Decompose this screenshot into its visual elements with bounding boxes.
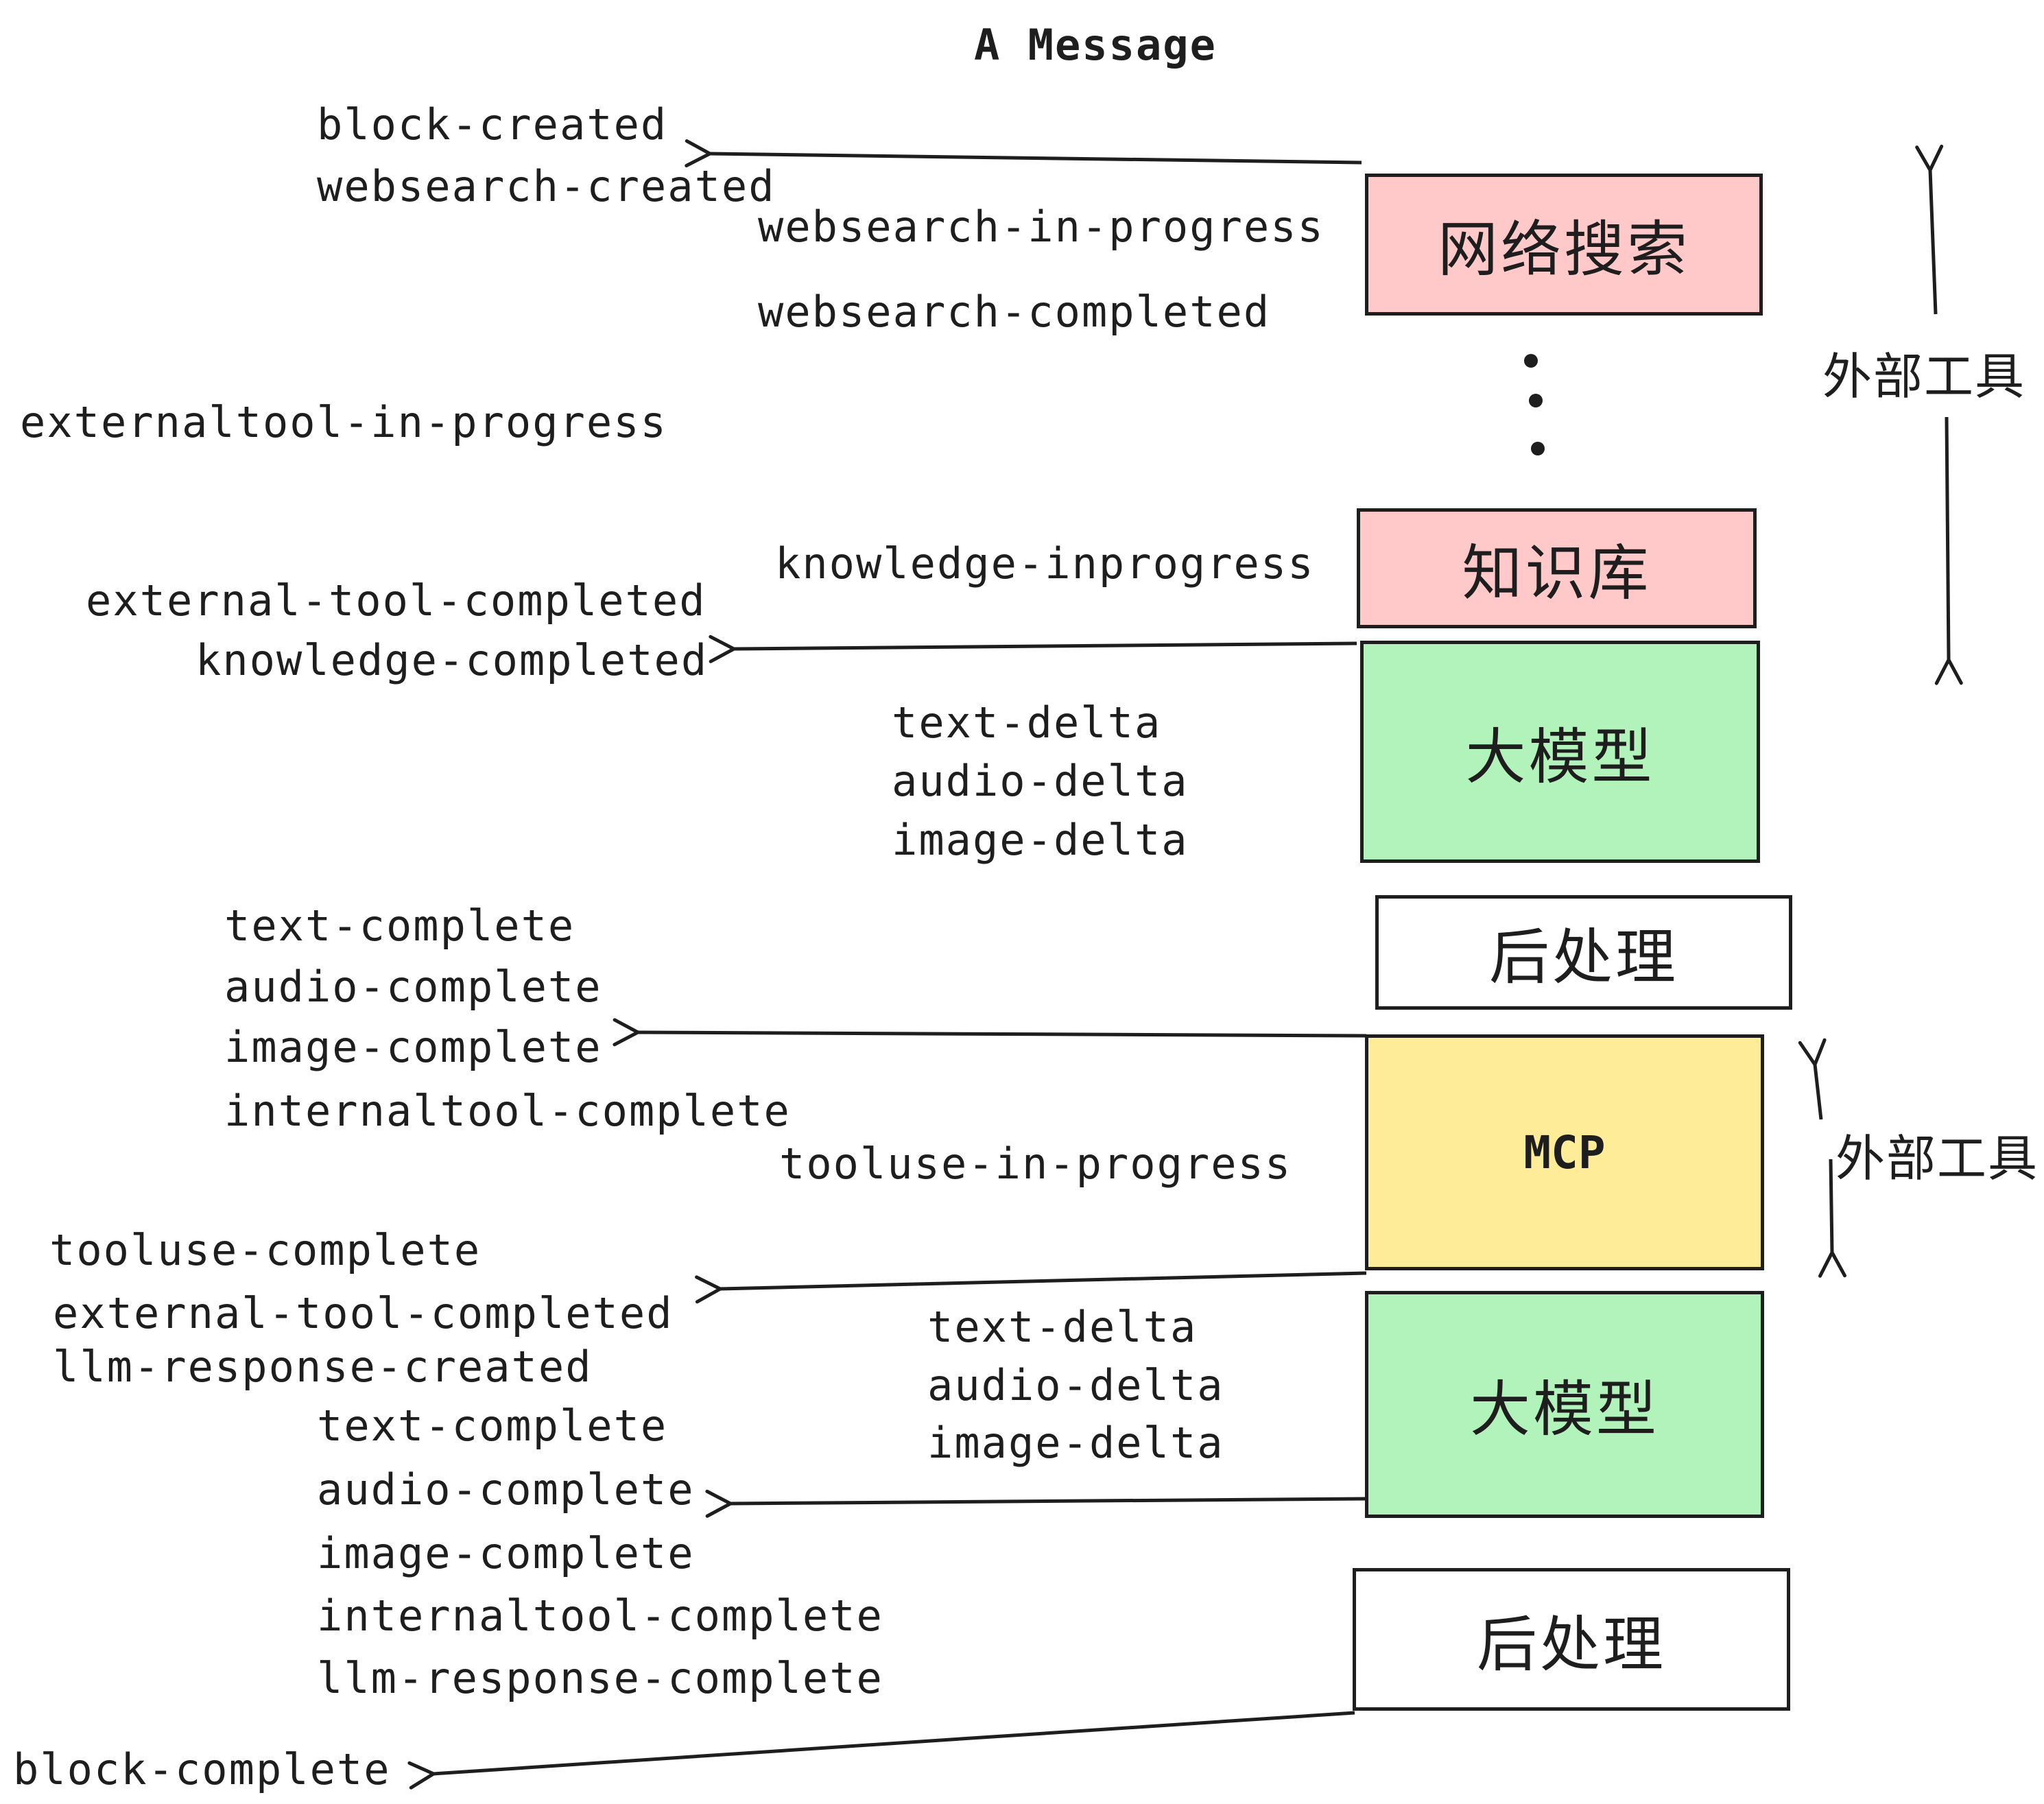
arrow-mcp-to-tooluse-complete <box>695 1271 1367 1304</box>
event-text-delta-1: text-delta <box>892 698 1162 748</box>
arrow-external-tools-up <box>1915 144 1944 315</box>
box-mcp-label: MCP <box>1523 1126 1606 1179</box>
event-audio-complete-1: audio-complete <box>224 962 602 1012</box>
event-llm-response-created: llm-response-created <box>53 1342 593 1392</box>
arrow-postprocess-to-image-complete <box>613 1018 1367 1047</box>
box-llm-2-label: 大模型 <box>1469 1375 1659 1443</box>
arrow-external-tools-down <box>1934 416 1963 685</box>
external-tools-label-top: 外部工具 <box>1822 350 2026 405</box>
event-text-complete-2: text-complete <box>317 1401 668 1451</box>
event-knowledge-inprogress: knowledge-inprogress <box>775 538 1315 589</box>
external-tools-label-mcp: 外部工具 <box>1835 1132 2039 1187</box>
box-postprocess-2: 后处理 <box>1353 1568 1790 1711</box>
event-audio-delta-2: audio-delta <box>927 1360 1224 1410</box>
arrow-mcp-external-down <box>1818 1159 1846 1278</box>
event-image-complete-2: image-complete <box>317 1528 695 1578</box>
event-image-delta-1: image-delta <box>892 815 1189 865</box>
event-websearch-in-progress: websearch-in-progress <box>758 202 1324 252</box>
event-text-complete-1: text-complete <box>224 901 575 951</box>
event-tooluse-complete: tooluse-complete <box>49 1225 482 1275</box>
box-websearch: 网络搜索 <box>1365 174 1763 316</box>
event-llm-response-complete: llm-response-complete <box>317 1653 883 1703</box>
event-tooluse-in-progress: tooluse-in-progress <box>779 1139 1292 1189</box>
box-llm-1: 大模型 <box>1360 641 1760 863</box>
event-externaltool-in-progress: externaltool-in-progress <box>20 397 667 447</box>
arrow-knowledge-to-knowledge-completed <box>709 634 1357 663</box>
event-block-complete: block-complete <box>13 1744 391 1794</box>
box-knowledge: 知识库 <box>1357 508 1757 628</box>
box-postprocess-2-label: 后处理 <box>1476 1610 1666 1678</box>
arrow-websearch-to-block-created <box>685 139 1362 168</box>
arrow-postprocess2-to-block-complete <box>407 1711 1355 1790</box>
box-mcp: MCP <box>1365 1034 1764 1270</box>
box-postprocess-1-label: 后处理 <box>1488 923 1678 991</box>
event-audio-complete-2: audio-complete <box>317 1464 695 1515</box>
event-websearch-created: websearch-created <box>317 161 776 211</box>
arrow-mcp-external-up <box>1798 1038 1827 1120</box>
event-websearch-completed: websearch-completed <box>758 287 1271 337</box>
box-llm-2: 大模型 <box>1365 1291 1764 1518</box>
event-external-tool-completed: external-tool-completed <box>86 575 706 626</box>
event-knowledge-completed: knowledge-completed <box>195 635 709 685</box>
event-internaltool-complete-1: internaltool-complete <box>224 1086 791 1136</box>
ellipsis-dots <box>1524 354 1545 455</box>
box-websearch-label: 网络搜索 <box>1437 215 1690 283</box>
box-postprocess-1: 后处理 <box>1375 895 1792 1010</box>
event-image-delta-2: image-delta <box>927 1418 1224 1468</box>
event-block-created: block-created <box>317 99 668 150</box>
event-text-delta-2: text-delta <box>927 1302 1198 1352</box>
box-knowledge-label: 知识库 <box>1462 539 1652 607</box>
event-internaltool-complete-2: internaltool-complete <box>317 1591 883 1641</box>
event-image-complete-1: image-complete <box>224 1022 602 1072</box>
arrow-llm2-to-audio-complete <box>705 1489 1366 1518</box>
event-external-tool-completed-2: external-tool-completed <box>53 1288 674 1338</box>
event-audio-delta-1: audio-delta <box>892 756 1189 806</box>
box-llm-1-label: 大模型 <box>1465 722 1655 791</box>
page-title: A Message <box>974 20 1217 70</box>
